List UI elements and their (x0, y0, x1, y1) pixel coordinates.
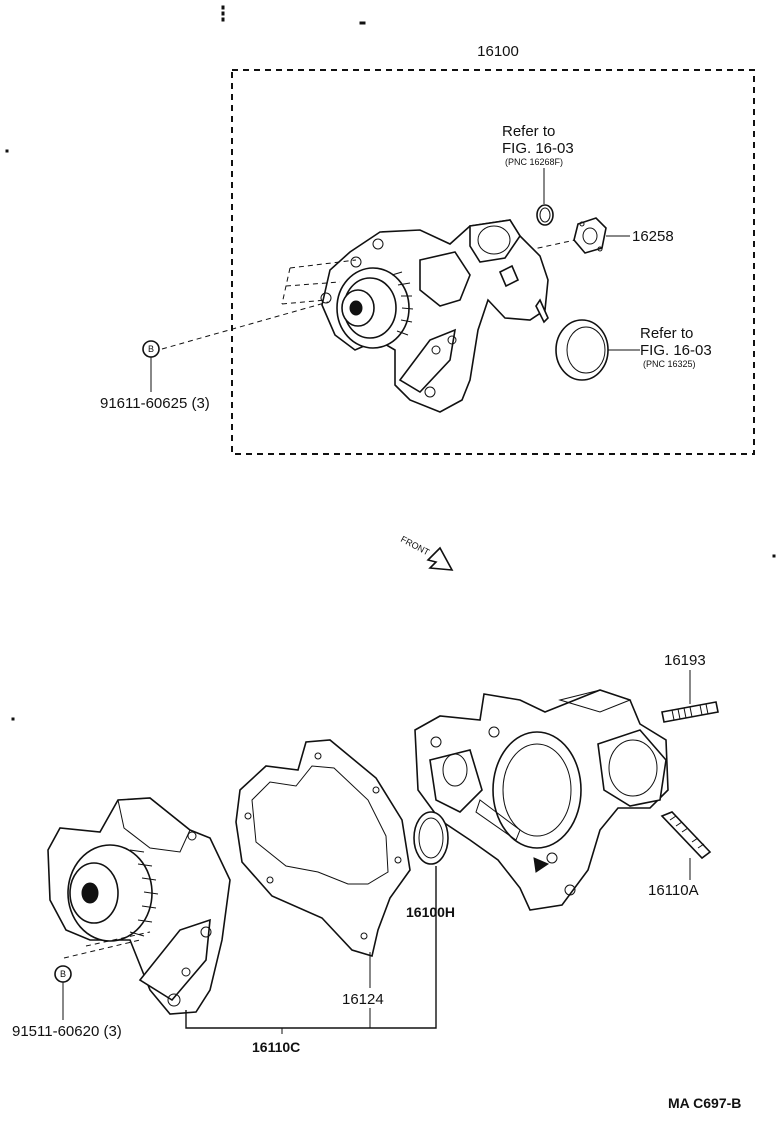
refer-top-line2: FIG. 16-03 (502, 140, 574, 157)
gasket2-label: 16124 (342, 991, 384, 1008)
bolt-bottom-label: 91511-60620 (3) (12, 1023, 122, 1040)
front-label: FRONT (399, 534, 432, 558)
stud-16193 (661, 701, 719, 723)
water-pump-assembly (320, 219, 549, 413)
refer-mid-line1: Refer to (640, 325, 693, 342)
bolt-top-label: 91611-60625 (3) (100, 395, 210, 412)
subassembly-label: 16110C (252, 1039, 300, 1055)
scan-marks (221, 5, 366, 25)
refer-top-pnc: (PNC 16268F) (505, 157, 563, 167)
bolt-symbol-top-text: B (148, 344, 154, 354)
refer-top-line1: Refer to (502, 123, 555, 140)
assembly-frame (231, 69, 755, 455)
figure-code: MA C697-B (668, 1095, 741, 1111)
gasket-label: 16258 (632, 228, 674, 245)
refer-mid-line2: FIG. 16-03 (640, 342, 712, 359)
water-pump-bottom (47, 797, 231, 1015)
bolt-symbol-bottom-text: B (60, 969, 66, 979)
gasket-16258 (573, 217, 607, 254)
oring-16100h (413, 811, 449, 865)
stud-16110a (660, 811, 712, 860)
oring-label: 16100H (406, 904, 455, 920)
refer-mid-pnc: (PNC 16325) (643, 359, 696, 369)
stud-bottom-label: 16110A (648, 882, 699, 899)
pump-housing (414, 689, 669, 911)
gasket-16124 (235, 739, 411, 958)
front-arrow: FRONT (399, 534, 454, 571)
seal-ring (555, 319, 609, 381)
assembly-label: 16100 (477, 43, 519, 60)
subassembly-bracket (185, 866, 437, 1029)
stud-top-label: 16193 (664, 652, 706, 669)
